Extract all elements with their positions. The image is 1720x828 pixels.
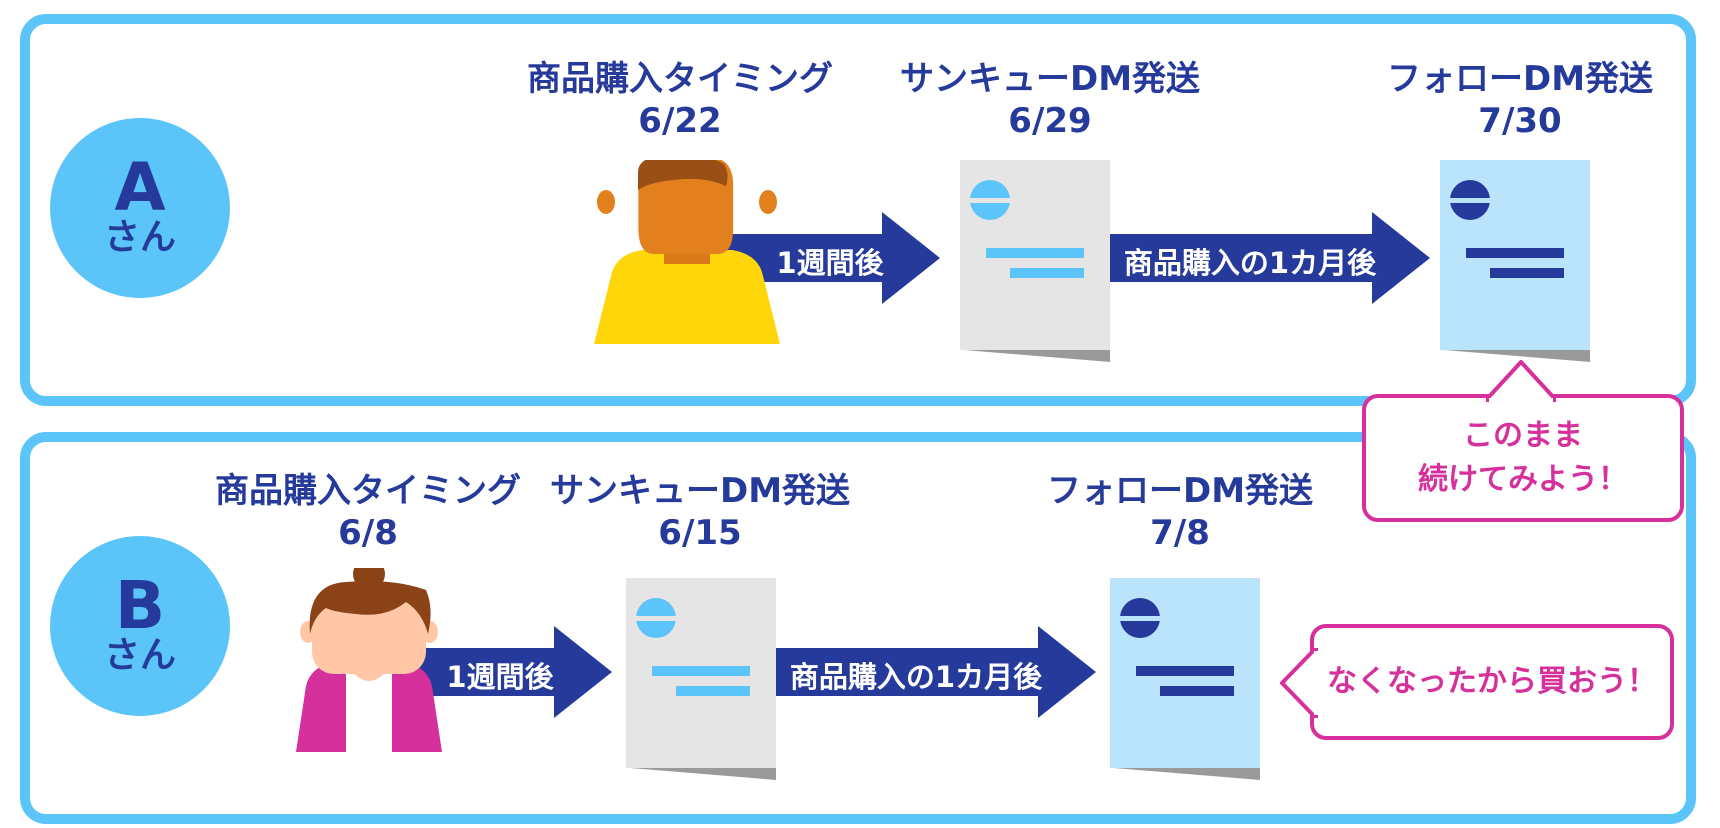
badge-suffix: さん: [103, 635, 176, 676]
thanks-title: サンキューDM発送: [899, 59, 1201, 99]
arrow-right-icon: [776, 626, 1096, 718]
bubble-line: なくなったから買おう！: [1327, 664, 1657, 699]
arrow-label-month-a: 商品購入の1カ月後: [1123, 246, 1377, 280]
bubble-tail-icon: [1486, 360, 1556, 402]
follow-title: フォローDM発送: [1386, 59, 1654, 99]
thanks-date: 6/29: [1008, 101, 1092, 141]
badge-customer-a: A さん: [50, 118, 230, 298]
follow-date: 7/8: [1150, 513, 1210, 553]
badge-suffix: さん: [103, 217, 176, 258]
panel-customer-a: [20, 14, 1696, 406]
arrow-label-month-b: 商品購入の1カ月後: [789, 660, 1043, 694]
badge-letter: B: [114, 567, 166, 644]
thanks-title: サンキューDM発送: [549, 471, 851, 511]
follow-label-a: フォローDM発送 7/30: [1340, 58, 1700, 142]
follow-label-b: フォローDM発送 7/8: [1010, 470, 1350, 554]
follow-title: フォローDM発送: [1046, 471, 1314, 511]
document-icon: [1110, 578, 1260, 780]
person-female-icon: [296, 568, 442, 752]
arrow-right-icon: [1110, 212, 1430, 304]
speech-bubble-a: このまま 続けてみよう！: [1362, 360, 1684, 522]
document-icon: [960, 160, 1110, 362]
purchase-title: 商品購入タイミング: [527, 59, 833, 99]
speech-bubble-b: なくなったから買おう！: [1280, 624, 1674, 740]
purchase-date: 6/8: [338, 513, 398, 553]
person-male-icon: [594, 160, 780, 344]
purchase-label-b: 商品購入タイミング 6/8: [158, 470, 578, 554]
badge-letter: A: [114, 149, 166, 226]
thanks-label-b: サンキューDM発送 6/15: [530, 470, 870, 554]
arrow-label-week-a: 1週間後: [776, 246, 884, 280]
document-icon: [626, 578, 776, 780]
badge-customer-b: B さん: [50, 536, 230, 716]
thanks-date: 6/15: [658, 513, 742, 553]
thanks-label-a: サンキューDM発送 6/29: [860, 58, 1240, 142]
bubble-tail-icon: [1280, 648, 1318, 718]
follow-date: 7/30: [1478, 101, 1562, 141]
bubble-line: このまま: [1463, 418, 1583, 453]
arrow-label-week-b: 1週間後: [446, 660, 554, 694]
purchase-date: 6/22: [638, 101, 722, 141]
purchase-title: 商品購入タイミング: [215, 471, 521, 511]
document-icon: [1440, 160, 1590, 362]
purchase-label-a: 商品購入タイミング 6/22: [470, 58, 890, 142]
bubble-line: 続けてみよう！: [1418, 462, 1628, 497]
